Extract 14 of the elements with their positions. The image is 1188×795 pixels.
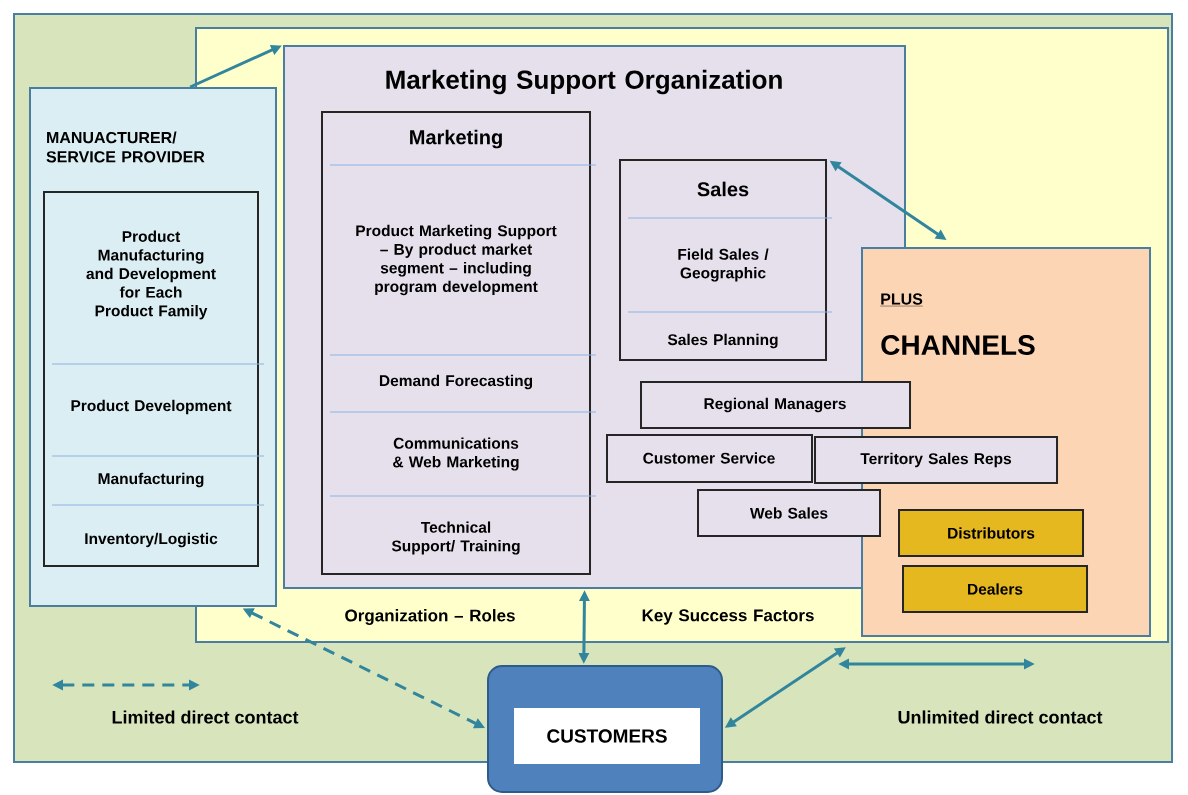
- channel-box: Dealers: [902, 565, 1088, 613]
- department-box: Product Manufacturing and Development for Each Product Family Product Development Manufacturing Inventory/Logistic: [43, 191, 265, 567]
- panel-caption: Organization – Roles: [345, 609, 515, 625]
- customer-box: CUSTOMERS: [487, 665, 723, 793]
- channel-box: Distributors: [898, 509, 1084, 557]
- role-box: Territory Sales Reps: [814, 436, 1058, 484]
- role-box: Customer Service: [606, 434, 813, 483]
- role-box: Web Sales: [697, 489, 881, 537]
- panel-caption: Key Success Factors: [642, 609, 814, 625]
- legend-label: Limited direct contact: [112, 710, 299, 724]
- department-box: Sales Field Sales / Geographic Sales Planning: [619, 159, 833, 361]
- legend-label: Unlimited direct contact: [898, 710, 1103, 724]
- department-box: Marketing Product Marketing Support – By product market segment – including program development Demand Forecasting Communications & Web Marketing Technical Support/ Training: [321, 111, 597, 575]
- role-box: Regional Managers: [640, 381, 911, 429]
